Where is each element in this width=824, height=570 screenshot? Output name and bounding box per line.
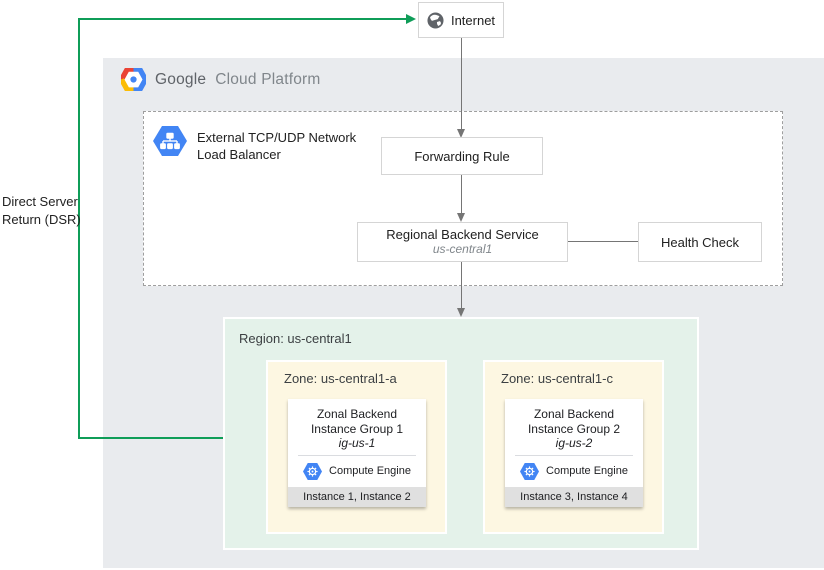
compute-engine-icon xyxy=(303,462,323,480)
health-check-label: Health Check xyxy=(660,234,740,250)
load-balancer-title-line2: Load Balancer xyxy=(197,147,281,162)
forwarding-rule-node: Forwarding Rule xyxy=(381,137,543,175)
ig1-engine-row: Compute Engine xyxy=(288,456,426,488)
gcp-product-text: Cloud Platform xyxy=(215,70,321,88)
dsr-label-line1: Direct Server xyxy=(2,194,78,209)
connector-backend-healthcheck xyxy=(568,241,638,242)
load-balancer-title-line1: External TCP/UDP Network xyxy=(197,130,357,145)
internet-label: Internet xyxy=(450,12,496,28)
load-balancer-icon xyxy=(153,126,187,156)
ig2-title-line1: Zonal Backend xyxy=(533,407,615,421)
ig2-title-line2: Instance Group 2 xyxy=(527,421,621,436)
instance-group-1-card: Zonal Backend Instance Group 1 ig-us-1 C… xyxy=(288,399,426,507)
ig1-divider xyxy=(298,454,416,456)
ig2-divider xyxy=(515,454,633,456)
ig2-engine-row: Compute Engine xyxy=(505,456,643,488)
ig1-instances-bar: Instance 1, Instance 2 xyxy=(288,487,426,507)
ig1-title-line2: Instance Group 1 xyxy=(310,421,404,436)
instance-group-2-card: Zonal Backend Instance Group 2 ig-us-2 C… xyxy=(505,399,643,507)
arrowhead-backend xyxy=(457,213,465,222)
compute-engine-icon xyxy=(520,462,540,480)
dsr-label: Direct Server Return (DSR) xyxy=(2,193,81,229)
backend-service-node: Regional Backend Service us-central1 xyxy=(357,222,568,262)
zone-a-label: Zone: us-central1-a xyxy=(284,371,397,386)
gcp-brand-text: Google xyxy=(155,70,207,88)
internet-node: Internet xyxy=(418,2,504,38)
arrow-backend-to-region xyxy=(461,262,462,310)
dsr-path-bottom xyxy=(78,437,225,439)
health-check-node: Health Check xyxy=(638,222,762,262)
backend-service-region: us-central1 xyxy=(432,242,493,256)
dsr-path-vertical xyxy=(78,18,80,439)
load-balancer-title: External TCP/UDP Network Load Balancer xyxy=(197,129,356,163)
gcp-hexagon-icon xyxy=(121,68,146,91)
gcp-logo: Google Cloud Platform xyxy=(121,68,321,91)
ig2-service-label: Compute Engine xyxy=(546,465,628,478)
ig1-title-line1: Zonal Backend xyxy=(316,407,398,421)
ig1-name: ig-us-1 xyxy=(338,436,376,450)
zone-c-label: Zone: us-central1-c xyxy=(501,371,613,386)
ig1-service-label: Compute Engine xyxy=(329,465,411,478)
arrow-forwarding-to-backend xyxy=(461,175,462,215)
dsr-path-top xyxy=(79,18,406,20)
forwarding-rule-label: Forwarding Rule xyxy=(414,148,510,164)
globe-icon xyxy=(427,11,444,29)
arrowhead-region xyxy=(457,308,465,317)
ig2-instances-bar: Instance 3, Instance 4 xyxy=(505,487,643,507)
backend-service-label: Regional Backend Service xyxy=(386,227,539,242)
dsr-arrowhead-icon xyxy=(406,13,416,24)
arrowhead-forwarding xyxy=(457,129,465,138)
region-label: Region: us-central1 xyxy=(239,331,352,346)
arrow-internet-to-forwarding xyxy=(461,38,462,130)
ig2-name: ig-us-2 xyxy=(555,436,593,450)
dsr-label-line2: Return (DSR) xyxy=(2,212,81,227)
